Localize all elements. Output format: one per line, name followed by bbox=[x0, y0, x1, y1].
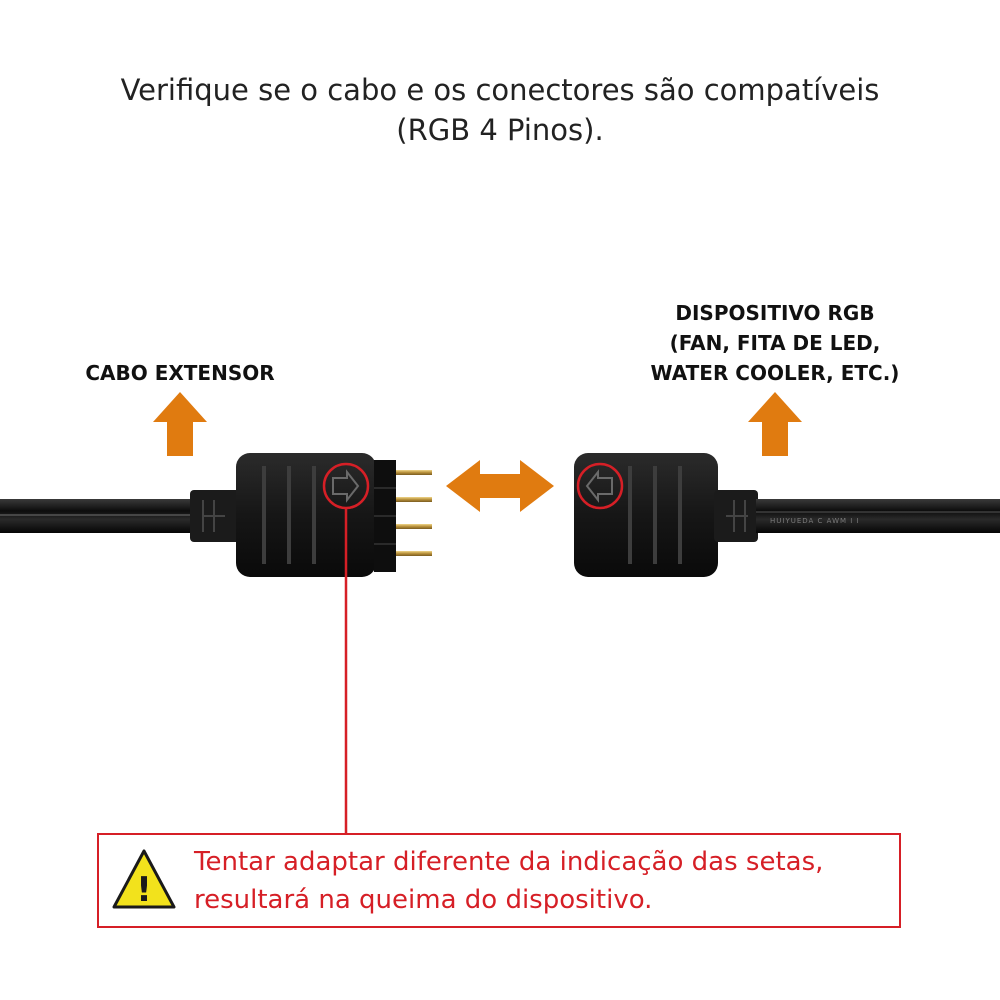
heading-line-1: Verifique se o cabo e os conectores são … bbox=[120, 73, 880, 107]
rgb-device-label-line-1: DISPOSITIVO RGB bbox=[675, 301, 875, 325]
female-connector-groove bbox=[653, 466, 657, 564]
rgb-device-label-line-3: WATER COOLER, ETC.) bbox=[650, 361, 900, 385]
male-connector-groove bbox=[312, 466, 316, 564]
male-connector-groove bbox=[262, 466, 266, 564]
male-connector-body bbox=[236, 453, 376, 577]
extension-cable bbox=[0, 490, 240, 542]
pin-2 bbox=[396, 497, 432, 502]
rgb-device-label: DISPOSITIVO RGB (FAN, FITA DE LED, WATER… bbox=[630, 298, 920, 388]
male-connector-groove bbox=[287, 466, 291, 564]
warning-box: ! Tentar adaptar diferente da indicação … bbox=[97, 833, 901, 928]
direction-arrow-left-icon bbox=[585, 469, 613, 503]
female-connector-groove bbox=[628, 466, 632, 564]
warning-message: Tentar adaptar diferente da indicação da… bbox=[194, 843, 894, 919]
direction-arrow-right-icon bbox=[332, 469, 360, 503]
pin-4 bbox=[396, 551, 432, 556]
page-heading: Verifique se o cabo e os conectores são … bbox=[0, 70, 1000, 150]
left-cable-wire bbox=[0, 499, 200, 533]
heading-line-2: (RGB 4 Pinos). bbox=[396, 113, 604, 147]
female-connector: HUIYUEDA C AWM I I bbox=[574, 453, 1000, 577]
extension-cable-label-text: CABO EXTENSOR bbox=[85, 361, 275, 385]
female-arrow-highlight-circle bbox=[576, 462, 624, 510]
extension-cable-label: CABO EXTENSOR bbox=[60, 358, 300, 388]
rgb-device-label-line-2: (FAN, FITA DE LED, bbox=[669, 331, 881, 355]
pin-1 bbox=[396, 470, 432, 475]
cable-print-text: HUIYUEDA C AWM I I bbox=[770, 517, 860, 525]
up-arrow-icon bbox=[748, 392, 802, 456]
up-arrow-icon bbox=[153, 392, 207, 456]
double-arrow-icon bbox=[446, 460, 554, 512]
warning-line-2: resultará na queima do dispositivo. bbox=[194, 885, 653, 915]
pin-3 bbox=[396, 524, 432, 529]
warning-line-1: Tentar adaptar diferente da indicação da… bbox=[194, 847, 824, 877]
warning-triangle-icon: ! bbox=[112, 849, 176, 910]
female-connector-groove bbox=[678, 466, 682, 564]
warning-symbol: ! bbox=[136, 870, 152, 910]
male-connector bbox=[236, 453, 432, 577]
right-cable-wire bbox=[756, 499, 1000, 533]
female-connector-body bbox=[574, 453, 718, 577]
